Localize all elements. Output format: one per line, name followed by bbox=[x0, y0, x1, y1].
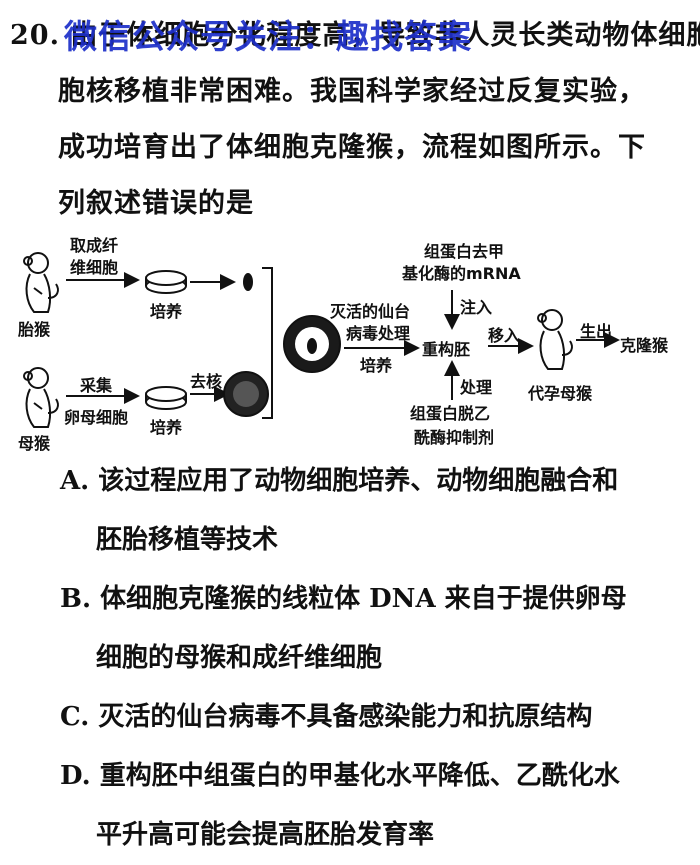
label-fetal-monkey: 胎猴 bbox=[18, 320, 51, 339]
label-birth: 生出 bbox=[580, 322, 613, 341]
culture-dish-bottom bbox=[145, 386, 187, 410]
stem-line-4: 列叙述错误的是 bbox=[58, 188, 254, 219]
option-b-continued: 细胞的母猴和成纤维细胞 bbox=[96, 643, 383, 673]
label-reconstructed-embryo: 重构胚 bbox=[422, 340, 471, 359]
enucleated-oocyte-inner bbox=[233, 381, 259, 407]
stem-line-3: 成功培育出了体细胞克隆猴，流程如图所示。下 bbox=[58, 132, 646, 163]
label-histone-demethylase-1: 组蛋白去甲 bbox=[424, 242, 505, 261]
label-oocyte: 卵母细胞 bbox=[64, 408, 129, 427]
fetal-monkey-icon bbox=[23, 252, 59, 313]
fibroblast-nucleus bbox=[243, 273, 253, 291]
diagram-graphics bbox=[23, 252, 620, 428]
label-culture-bottom: 培养 bbox=[150, 418, 183, 437]
label-mother-monkey: 母猴 bbox=[18, 434, 51, 453]
label-cloned-monkey: 克隆猴 bbox=[620, 336, 669, 355]
option-c[interactable]: C. 灭活的仙台病毒不具备感染能力和抗原结构 bbox=[60, 702, 593, 732]
mother-monkey-icon bbox=[23, 367, 59, 428]
label-histone-demethylase-2: 基化酶的mRNA bbox=[402, 264, 521, 283]
option-b[interactable]: B. 体细胞克隆猴的线粒体 DNA 来自于提供卵母 bbox=[60, 584, 627, 614]
stem-line-1: 20. 由于体细胞分化程度高，导致非人灵长类动物体细胞 bbox=[10, 8, 700, 64]
label-histone-deacetylase-1: 组蛋白脱乙 bbox=[410, 404, 491, 423]
label-surrogate-mother: 代孕母猴 bbox=[528, 384, 593, 403]
fused-cell-nucleus bbox=[307, 338, 317, 354]
label-culture-top: 培养 bbox=[150, 302, 183, 321]
stem-text-1: 由于体细胞分化程度高，导致非人灵长类动物体细胞 bbox=[70, 20, 700, 51]
merge-bracket bbox=[262, 267, 273, 419]
option-d-continued: 平升高可能会提高胚胎发育率 bbox=[96, 820, 435, 850]
surrogate-monkey-icon bbox=[537, 309, 573, 370]
label-take-fibroblast-2: 维细胞 bbox=[70, 258, 119, 277]
label-inactivated-virus-2: 病毒处理 bbox=[346, 324, 411, 343]
label-inject: 注入 bbox=[460, 298, 493, 317]
label-enucleate: 去核 bbox=[190, 372, 223, 391]
question-number: 20. bbox=[10, 20, 60, 51]
culture-dish-top bbox=[145, 270, 187, 294]
option-a[interactable]: A. 该过程应用了动物细胞培养、动物细胞融合和 bbox=[60, 466, 619, 496]
question-stem: 20. 由于体细胞分化程度高，导致非人灵长类动物体细胞 胞核移植非常困难。我国科… bbox=[10, 8, 700, 232]
label-take-fibroblast-1: 取成纤 bbox=[70, 236, 119, 255]
label-histone-deacetylase-2: 酰酶抑制剂 bbox=[414, 428, 495, 447]
cloning-flow-diagram: 胎猴 母猴 取成纤 维细胞 培养 采集 卵母细胞 培养 去核 灭活的仙台 病毒处… bbox=[0, 228, 700, 458]
label-culture-mid: 培养 bbox=[360, 356, 393, 375]
stem-line-2: 胞核移植非常困难。我国科学家经过反复实验， bbox=[58, 76, 646, 107]
option-d[interactable]: D. 重构胚中组蛋白的甲基化水平降低、乙酰化水 bbox=[60, 761, 620, 791]
label-collect: 采集 bbox=[80, 376, 113, 395]
label-inactivated-virus-1: 灭活的仙台 bbox=[330, 302, 411, 321]
answer-options: A. 该过程应用了动物细胞培养、动物细胞融合和 胚胎移植等技术 B. 体细胞克隆… bbox=[60, 452, 696, 865]
label-transfer: 移入 bbox=[488, 326, 521, 345]
watermark-overlay: 微信公众号关注：趣找答案 bbox=[64, 17, 472, 56]
label-treat: 处理 bbox=[460, 378, 493, 397]
option-a-continued: 胚胎移植等技术 bbox=[96, 525, 279, 555]
